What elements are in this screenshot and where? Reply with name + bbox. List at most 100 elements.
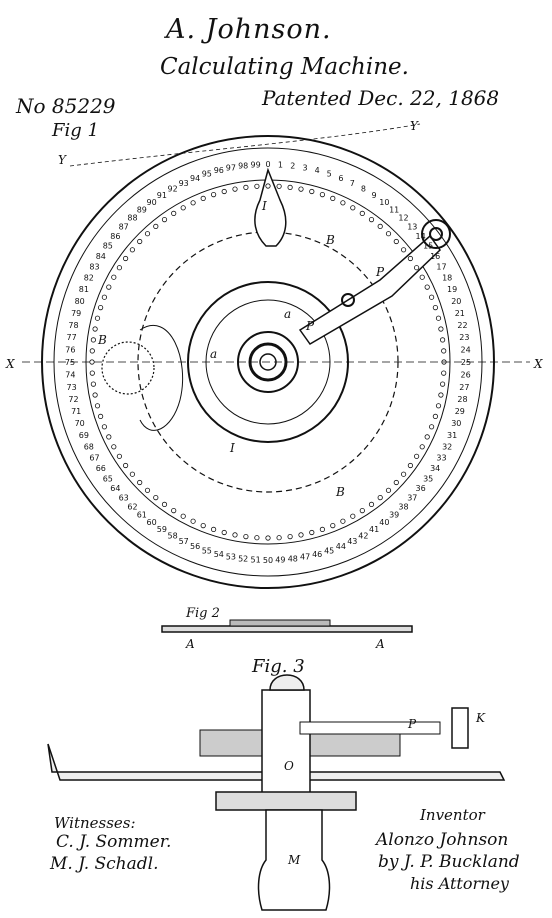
dial-peg-hole — [432, 413, 438, 419]
dial-peg-hole — [439, 381, 446, 387]
dial-number: 28 — [457, 395, 467, 404]
dial-peg-hole — [400, 247, 407, 253]
label-i-upper: I — [261, 199, 267, 213]
dial-peg-hole — [359, 507, 365, 514]
dial-number: 83 — [89, 263, 99, 272]
dial-number: 99 — [251, 160, 261, 169]
dial-number: 7 — [350, 179, 355, 188]
dial-number: 23 — [459, 333, 469, 342]
dial-peg-hole — [254, 183, 260, 189]
dial-peg-hole — [438, 326, 444, 332]
dial-peg-hole — [190, 200, 196, 206]
dial-number: 93 — [179, 179, 189, 188]
fig2-hub — [229, 619, 331, 627]
dial-number: 48 — [288, 554, 298, 563]
label-p-arm: P — [375, 265, 385, 279]
label-b-bottom: B — [335, 485, 345, 499]
dial-number: 80 — [75, 297, 85, 306]
dial-number: 9 — [372, 191, 377, 200]
dial-peg-hole — [232, 532, 238, 538]
dial-number: 57 — [179, 537, 189, 546]
dial-number: 68 — [84, 442, 94, 451]
dial-peg-hole — [309, 188, 315, 195]
dial-number: 10 — [379, 198, 389, 207]
dial-peg-hole — [171, 210, 177, 216]
left-gear-housing — [139, 324, 184, 431]
dial-peg-hole — [123, 462, 129, 469]
dial-number: 82 — [84, 274, 94, 283]
dial-peg-hole — [116, 453, 123, 459]
dial-peg-hole — [400, 471, 407, 477]
dial-number: 36 — [416, 484, 426, 493]
axis-y-line — [69, 123, 421, 167]
dial-number: 40 — [379, 518, 389, 527]
dial-peg-hole — [265, 183, 271, 189]
dial-peg-hole — [419, 444, 425, 450]
dial-peg-hole — [330, 195, 336, 201]
dial-peg-hole — [441, 359, 447, 365]
label-m-handle: M — [287, 853, 301, 867]
dial-number: 45 — [324, 546, 334, 555]
dial-number: 13 — [407, 223, 417, 232]
dial-peg-hole — [123, 255, 129, 262]
dial-peg-hole — [330, 522, 336, 529]
witness-2-signature: M. J. Schadl. — [50, 854, 159, 874]
inventor-signature: Alonzo Johnson — [376, 830, 509, 850]
invention-title: Calculating Machine. — [160, 54, 409, 80]
dial-peg-hole — [101, 294, 108, 300]
dial-peg-hole — [393, 238, 399, 245]
dial-number: 61 — [137, 511, 147, 520]
label-x-right: X — [533, 357, 543, 371]
dial-number: 53 — [226, 553, 236, 562]
dial-number: 62 — [127, 502, 137, 511]
dial-number: 15 — [423, 242, 433, 251]
dial-peg-hole — [180, 513, 186, 519]
dial-peg-hole — [92, 326, 98, 332]
dial-peg-hole — [211, 526, 217, 533]
dial-number: 22 — [457, 321, 467, 330]
dial-peg-hole — [101, 424, 108, 430]
dial-peg-hole — [298, 532, 304, 538]
dial-number: 84 — [96, 252, 106, 261]
dial-peg-hole — [368, 501, 375, 507]
inventor-name-title: A. Johnson. — [166, 14, 332, 45]
dial-number: 16 — [430, 252, 440, 261]
dial-peg-hole — [407, 255, 413, 262]
dial-number: 64 — [110, 484, 120, 493]
dial-peg-hole — [287, 533, 293, 540]
dial-number: 26 — [461, 370, 471, 379]
dial-number: 96 — [214, 166, 224, 175]
label-y-left: Y — [58, 153, 67, 167]
dial-peg-hole — [428, 294, 435, 300]
attorney-line: by J. P. Buckland — [378, 852, 520, 872]
label-i-lower: I — [229, 441, 235, 455]
dial-peg-hole — [200, 195, 206, 201]
label-k-fig3: K — [475, 711, 486, 725]
dial-peg-hole — [129, 247, 135, 253]
dial-number: 90 — [147, 198, 157, 207]
dial-number: 34 — [430, 464, 440, 473]
dial-number: 12 — [398, 214, 408, 223]
dial-number: 18 — [442, 274, 452, 283]
fig3-handle-m — [257, 809, 331, 911]
dial-number: 41 — [369, 525, 379, 534]
dial-number: 43 — [347, 537, 357, 546]
dial-number: 0 — [265, 160, 270, 169]
dial-number: 94 — [190, 174, 200, 183]
dial-number: 72 — [68, 395, 78, 404]
dial-peg-hole — [428, 424, 435, 430]
fig2-label: Fig 2 — [186, 606, 220, 621]
dial-peg-hole — [243, 184, 249, 190]
dial-peg-hole — [254, 535, 260, 541]
dial-peg-hole — [432, 304, 438, 311]
dial-number: 88 — [127, 214, 137, 223]
dial-number: 25 — [461, 358, 471, 367]
dial-peg-hole — [413, 265, 420, 271]
dial-peg-hole — [232, 186, 238, 192]
witnesses-label: Witnesses: — [54, 814, 136, 832]
dial-number: 98 — [238, 162, 248, 171]
fig2-section-view — [161, 619, 413, 633]
label-a-left: a — [210, 347, 217, 361]
dial-peg-hole — [129, 471, 135, 477]
